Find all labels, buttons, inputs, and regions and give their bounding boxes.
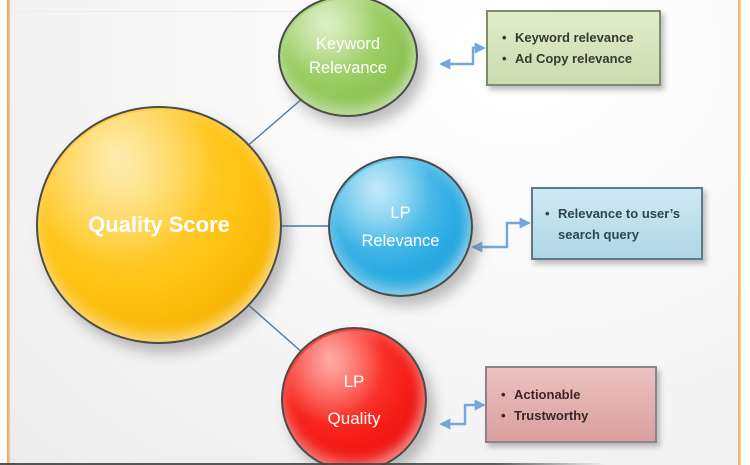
list-item: • Relevance to user’s search query [545,203,692,245]
callout-lp-relevance-item-1: Relevance to user’s search query [558,205,681,242]
list-item: • Actionable [501,384,655,405]
callout-lp-quality-item-2: Trustworthy [514,407,589,423]
node-quality-score-label: Quality Score [88,212,230,237]
node-lp-relevance-label-line1: LP [390,203,411,222]
node-lp-quality-label-line2: Quality [327,408,381,428]
node-keyword-relevance-label-line1: Keyword [315,35,381,53]
background-rounded-corner [11,11,332,52]
bullet-icon: • [545,205,550,221]
elbow-arrow-lp-quality [439,399,486,430]
bullet-icon: • [501,407,506,423]
node-keyword-relevance-label-line2: Relevance [309,59,387,77]
elbow-arrow-keyword [439,42,486,70]
bullet-icon: • [501,386,506,402]
elbow-arrow-lp-relevance [471,217,531,253]
callout-keyword-item-1: Keyword relevance [515,30,634,45]
bullet-icon: • [502,51,507,66]
branch-line-lp-quality [244,301,305,355]
callout-lp-relevance: • Relevance to user’s search query [531,187,703,260]
node-lp-quality: LP Quality [281,327,427,465]
list-item: • Ad Copy relevance [502,48,659,69]
frame-border-left [7,0,10,465]
frame-border-right [738,0,741,465]
callout-lp-quality-item-1: Actionable [514,386,581,402]
callout-lp-quality: • Actionable • Trustworthy [485,366,657,443]
callout-keyword-relevance: • Keyword relevance • Ad Copy relevance [486,10,661,86]
branch-line-keyword [244,91,311,149]
bottom-edge-line [0,462,606,465]
node-lp-quality-label-line1: LP [343,371,365,391]
node-quality-score: Quality Score [36,106,282,344]
bullet-icon: • [502,30,507,45]
node-lp-relevance-label-line2: Relevance [361,231,440,250]
node-keyword-relevance: Keyword Relevance [278,0,418,117]
node-lp-relevance: LP Relevance [328,156,473,297]
callout-keyword-item-2: Ad Copy relevance [515,51,633,66]
list-item: • Keyword relevance [502,27,659,48]
list-item: • Trustworthy [501,405,655,426]
